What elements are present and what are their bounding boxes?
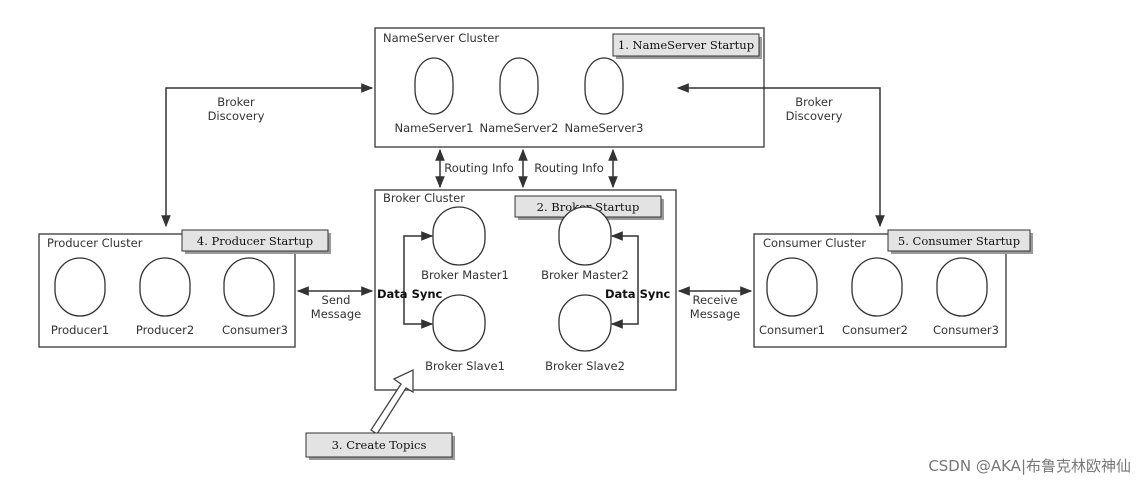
nameserver2-label: NameServer2 bbox=[480, 121, 559, 135]
nameserver-startup-tag bbox=[612, 33, 760, 57]
nameserver3-label: NameServer3 bbox=[565, 121, 644, 135]
send-message-line1: Send bbox=[322, 293, 351, 307]
broker-slave1-node bbox=[432, 294, 486, 352]
producer1-node bbox=[54, 257, 106, 317]
nameserver-startup-label: 1. NameServer Startup bbox=[618, 38, 754, 52]
broker-discovery-right-line2: Discovery bbox=[786, 109, 843, 123]
consumer1-label: Consumer1 bbox=[759, 323, 825, 337]
nameserver1-node bbox=[414, 57, 454, 115]
producer-side-consumer3-node bbox=[223, 257, 275, 317]
data-sync-left-arrow bbox=[403, 231, 434, 329]
producer-cluster-title: Producer Cluster bbox=[47, 236, 143, 250]
data-sync-left-label: Data Sync bbox=[377, 287, 443, 301]
broker-master1-label: Broker Master1 bbox=[421, 268, 509, 282]
consumer-startup-label: 5. Consumer Startup bbox=[898, 234, 1020, 248]
nameserver1-label: NameServer1 bbox=[395, 121, 474, 135]
create-topics-arrow bbox=[370, 368, 414, 435]
broker-master2-label: Broker Master2 bbox=[541, 268, 629, 282]
nameserver-cluster-title: NameServer Cluster bbox=[383, 31, 499, 45]
nameserver2-node bbox=[499, 57, 539, 115]
broker-cluster-title: Broker Cluster bbox=[383, 191, 465, 205]
consumer2-label: Consumer2 bbox=[842, 323, 908, 337]
consumer-cluster-title: Consumer Cluster bbox=[763, 236, 866, 250]
broker-master1-node bbox=[432, 206, 486, 266]
broker-cluster: Broker Cluster 2. Broker Startup Broker … bbox=[374, 189, 677, 391]
broker-discovery-left-line2: Discovery bbox=[208, 109, 265, 123]
broker-master2-node bbox=[558, 206, 612, 266]
receive-message-line1: Receive bbox=[692, 293, 737, 307]
producer-side-consumer3-label: Consumer3 bbox=[222, 323, 288, 337]
data-sync-right-arrow bbox=[610, 231, 639, 329]
routing-info-right-label: Routing Info bbox=[534, 161, 604, 175]
create-topics-tag bbox=[305, 432, 453, 458]
producer1-label: Producer1 bbox=[51, 323, 109, 337]
broker-slave1-label: Broker Slave1 bbox=[425, 359, 505, 373]
broker-discovery-right-line1: Broker bbox=[795, 95, 833, 109]
producer-startup-label: 4. Producer Startup bbox=[197, 234, 313, 248]
consumer2-node bbox=[851, 257, 903, 317]
create-topics-label: 3. Create Topics bbox=[332, 438, 427, 452]
routing-info-left-label: Routing Info bbox=[444, 161, 514, 175]
consumer3-label: Consumer3 bbox=[933, 323, 999, 337]
data-sync-right-label: Data Sync bbox=[605, 287, 671, 301]
broker-slave2-label: Broker Slave2 bbox=[545, 359, 625, 373]
consumer1-node bbox=[766, 257, 818, 317]
producer2-label: Producer2 bbox=[136, 323, 194, 337]
broker-discovery-right-arrow bbox=[676, 83, 885, 228]
producer-cluster: Producer Cluster 4. Producer Startup Pro… bbox=[38, 229, 331, 348]
consumer-startup-tag bbox=[887, 229, 1031, 252]
broker-discovery-left-arrow bbox=[161, 83, 374, 228]
consumer3-node bbox=[936, 257, 988, 317]
broker-slave2-node bbox=[558, 294, 612, 352]
nameserver3-node bbox=[584, 57, 624, 115]
producer2-node bbox=[139, 257, 191, 317]
producer-startup-tag bbox=[181, 229, 329, 252]
broker-discovery-left-line1: Broker bbox=[217, 95, 255, 109]
watermark-text: CSDN @AKA|布鲁克林欧神仙 bbox=[928, 457, 1131, 475]
receive-message-line2: Message bbox=[690, 307, 740, 321]
consumer-cluster: Consumer Cluster 5. Consumer Startup Con… bbox=[753, 229, 1033, 348]
send-message-line2: Message bbox=[311, 307, 361, 321]
